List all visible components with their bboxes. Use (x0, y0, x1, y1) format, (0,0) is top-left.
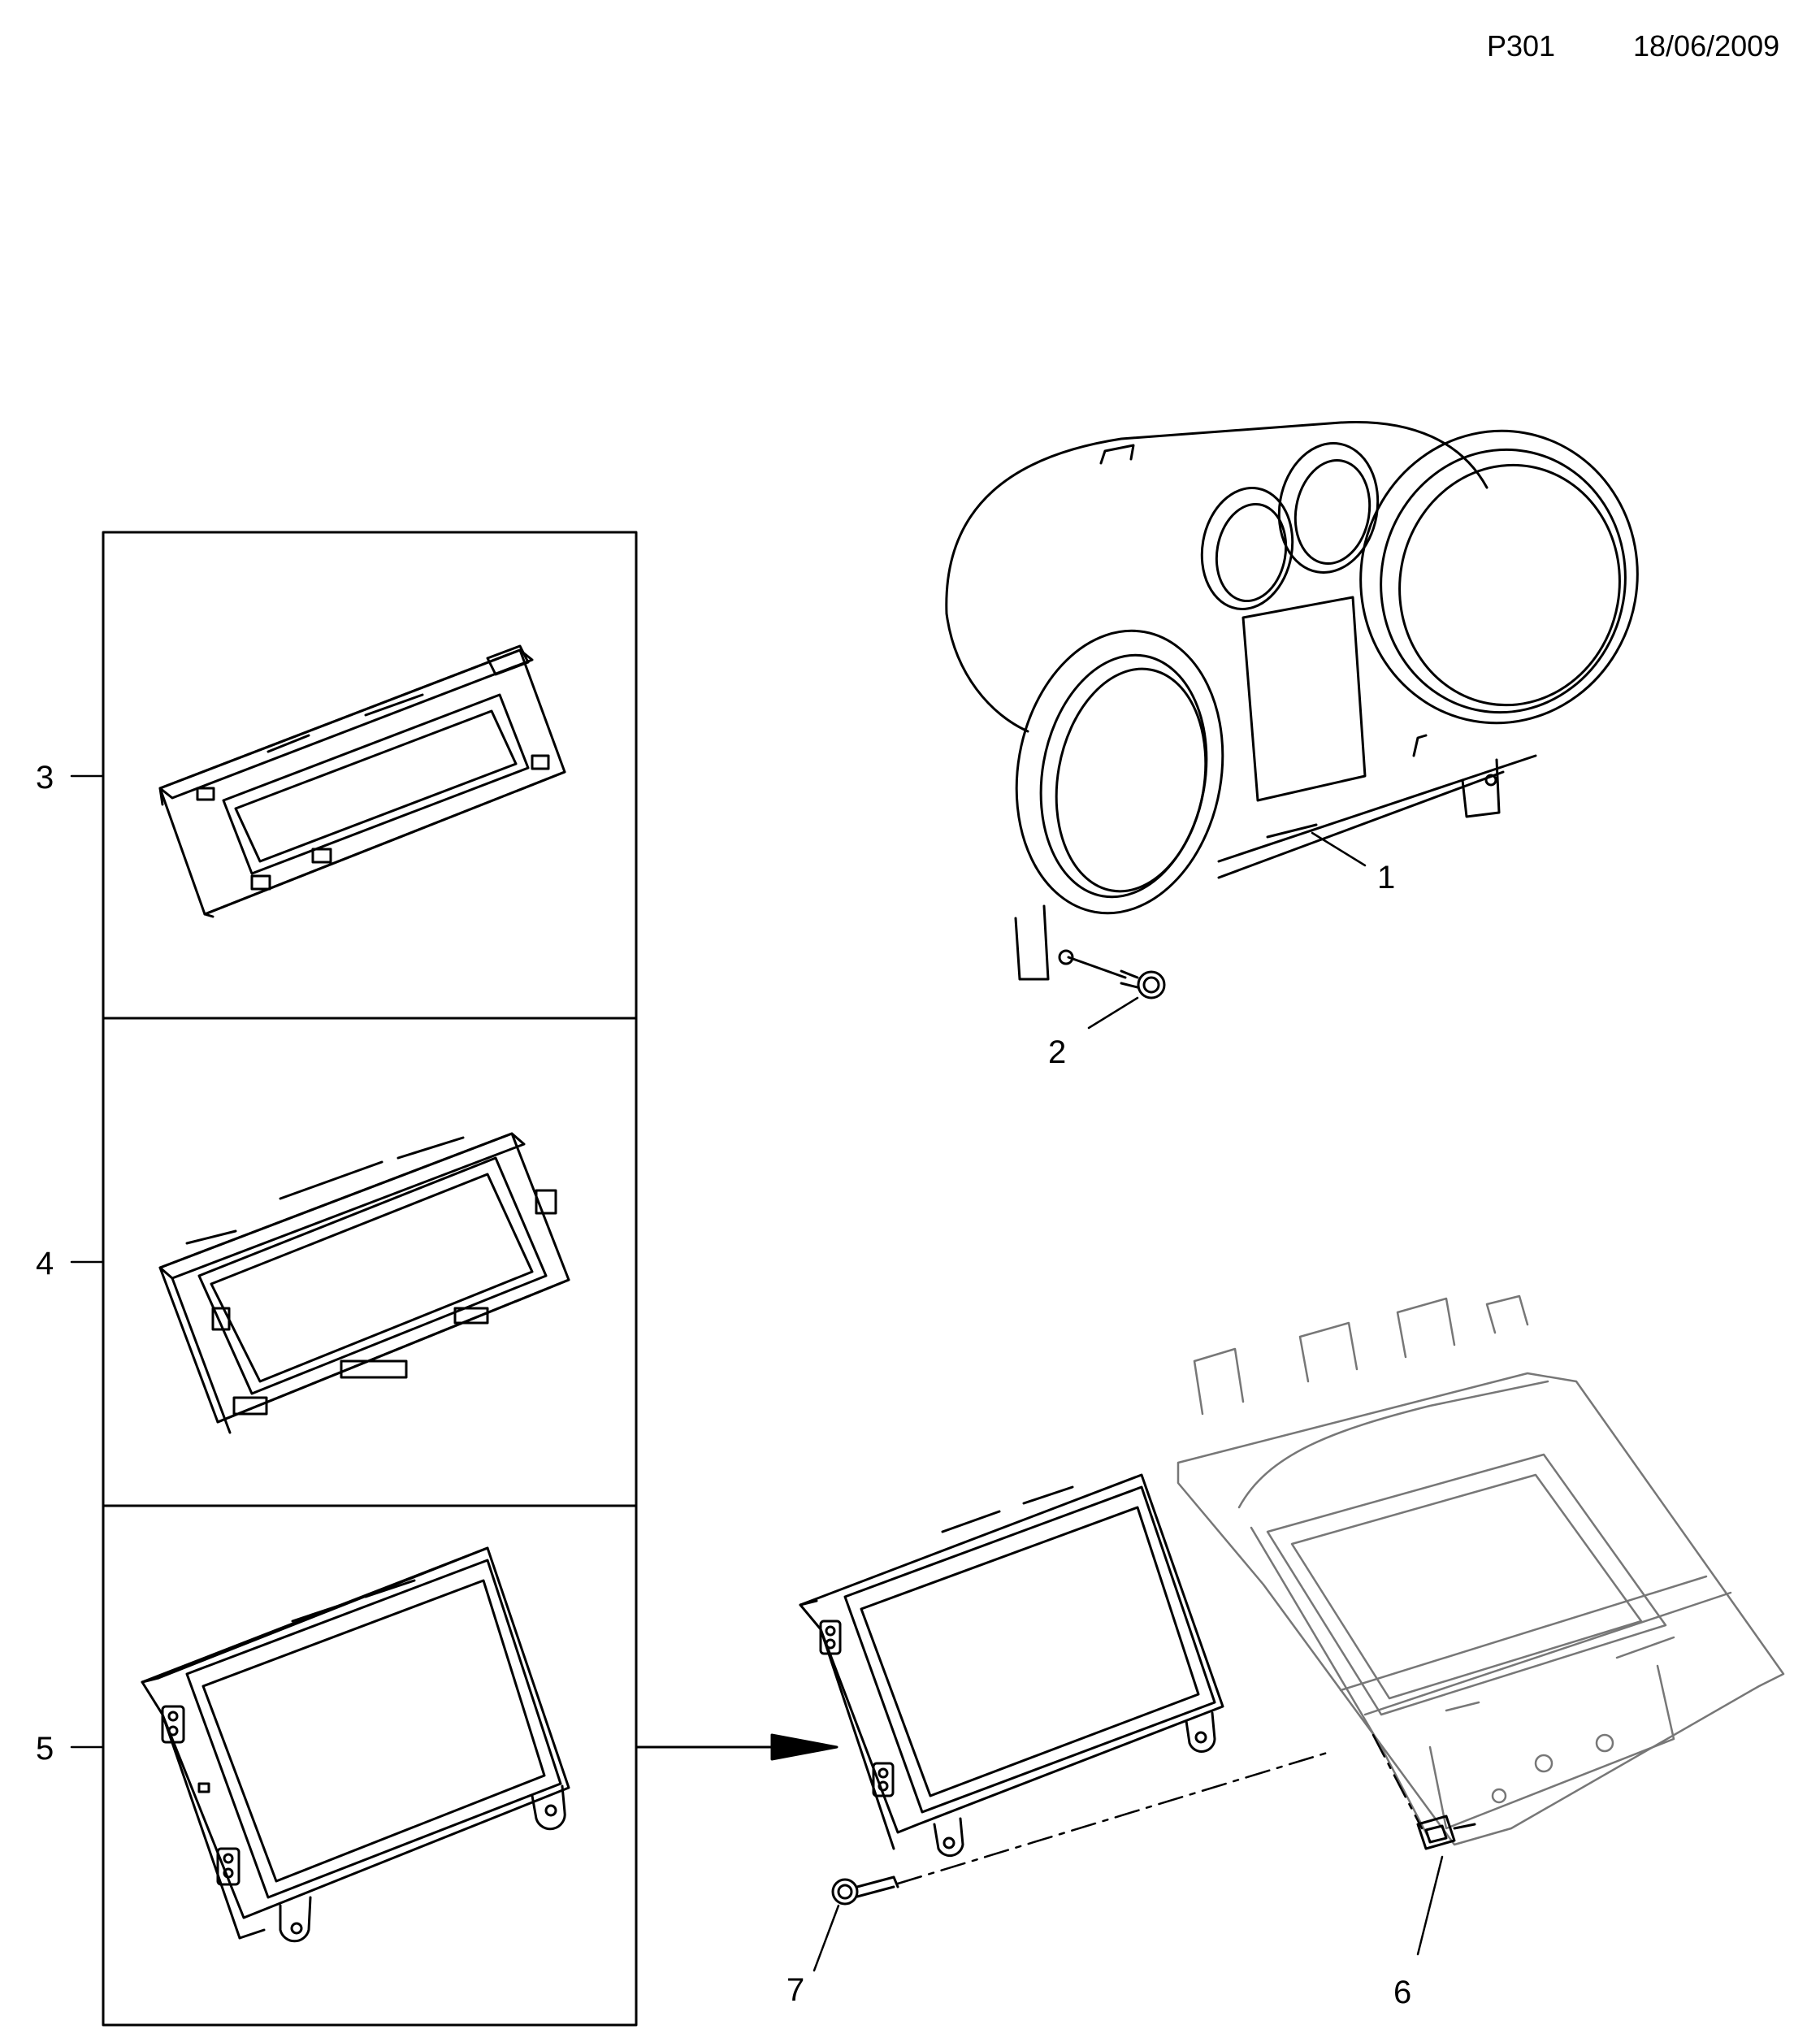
screw-2-drawing (1067, 956, 1166, 999)
display-module-installed-drawing (799, 1473, 1224, 1858)
install-arrow (635, 1733, 838, 1761)
callout-3: 3 (36, 760, 54, 796)
callout-7: 7 (786, 1972, 804, 2008)
diagram-date: 18/06/2009 (1633, 29, 1780, 63)
diagram-code: P301 (1487, 29, 1556, 63)
screw-7-drawing (831, 1875, 899, 1906)
callout-2: 2 (1048, 1034, 1066, 1070)
callout-6: 6 (1393, 1975, 1411, 2010)
display-module-large-drawing (141, 1546, 570, 1943)
leader-lines (70, 774, 1444, 1972)
display-module-small-drawing (158, 644, 566, 918)
connector-clip-drawing (1416, 1815, 1476, 1850)
callout-4: 4 (36, 1246, 54, 1281)
assembly-dash-lines (896, 1733, 1424, 1885)
callout-5: 5 (36, 1731, 54, 1767)
variant-frame (102, 531, 638, 2027)
display-module-medium-drawing (158, 1132, 570, 1434)
callout-1: 1 (1377, 860, 1395, 895)
instrument-cluster-drawing (945, 420, 1639, 981)
display-housing-drawing (1176, 1294, 1785, 1846)
